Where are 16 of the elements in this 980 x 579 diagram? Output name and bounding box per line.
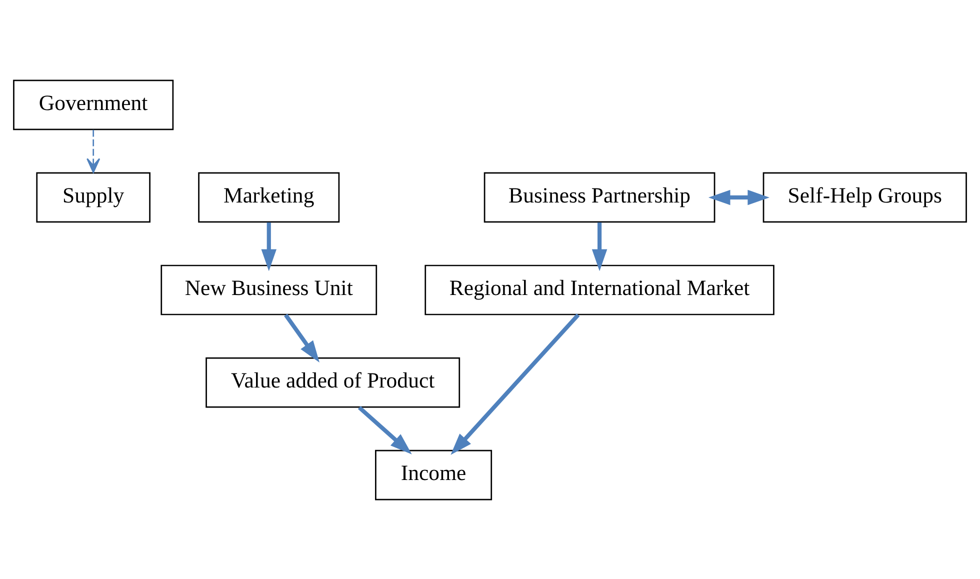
node-box: Regional and International Market: [424, 264, 774, 315]
node-box: Supply: [36, 172, 150, 222]
node-box: Marketing: [198, 172, 340, 222]
arrow: [450, 312, 580, 454]
node-box: Self-Help Groups: [762, 172, 967, 222]
arrow: [358, 405, 412, 454]
arrow: [86, 129, 100, 173]
arrow: [592, 222, 608, 271]
arrow: [284, 313, 320, 362]
node-box: New Business Unit: [160, 264, 378, 315]
node-box: Value added of Product: [206, 356, 460, 408]
node-box: Government: [13, 79, 174, 130]
node-box: Income: [375, 449, 492, 500]
arrow: [708, 189, 770, 205]
arrow: [261, 222, 277, 271]
node-box: Business Partnership: [484, 172, 716, 222]
